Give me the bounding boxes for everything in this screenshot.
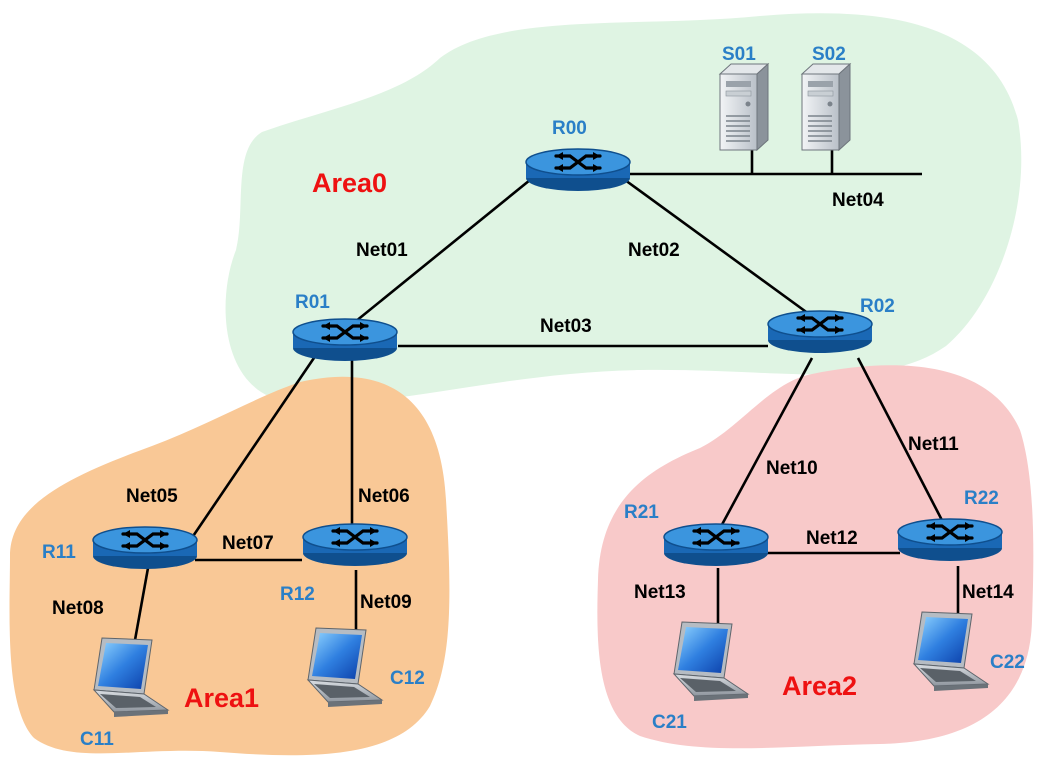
net06-label: Net06 — [358, 486, 410, 507]
net01-label: Net01 — [356, 240, 408, 261]
net12-label: Net12 — [806, 528, 858, 549]
net02-link — [624, 178, 821, 324]
router-icon-r02 — [766, 309, 874, 355]
router-label-r21: R21 — [624, 502, 659, 523]
server-icon-s01 — [719, 63, 769, 151]
net11-label: Net11 — [908, 434, 959, 455]
router-icon-r12 — [301, 522, 409, 568]
router-icon-r22 — [896, 517, 1004, 563]
server-label-s02: S02 — [812, 44, 846, 65]
server-icon-s02 — [801, 63, 851, 151]
net02-label: Net02 — [628, 240, 680, 261]
router-label-r11: R11 — [42, 542, 76, 563]
area2-label: Area2 — [782, 671, 857, 701]
router-label-r22: R22 — [964, 488, 999, 509]
net09-label: Net09 — [360, 592, 412, 613]
router-label-r00: R00 — [552, 118, 587, 139]
router-label-r12: R12 — [280, 584, 315, 605]
net13-label: Net13 — [634, 582, 686, 603]
net05-label: Net05 — [126, 486, 178, 507]
router-icon-r01 — [291, 317, 399, 363]
net10-label: Net10 — [766, 458, 818, 479]
net01-link — [344, 178, 531, 332]
net14-label: Net14 — [962, 582, 1014, 603]
area1-label: Area1 — [184, 683, 259, 713]
client-label-c12: C12 — [390, 668, 425, 689]
client-label-c11: C11 — [80, 729, 114, 750]
router-label-r01: R01 — [295, 292, 330, 313]
net10-link — [716, 357, 814, 533]
area0-label: Area0 — [312, 168, 387, 198]
net08-link — [133, 567, 150, 641]
net05-link — [183, 351, 320, 549]
net07-label: Net07 — [222, 533, 274, 554]
server-label-s01: S01 — [722, 44, 756, 65]
router-icon-r11 — [91, 525, 199, 571]
net08-label: Net08 — [52, 598, 104, 619]
router-label-r02: R02 — [860, 296, 895, 317]
net03-label: Net03 — [540, 316, 592, 337]
client-label-c21: C21 — [652, 712, 687, 733]
client-label-c22: C22 — [990, 652, 1025, 673]
net04-label: Net04 — [832, 190, 884, 211]
router-icon-r21 — [662, 522, 770, 568]
router-icon-r00 — [524, 147, 632, 193]
net11-link — [856, 357, 948, 529]
